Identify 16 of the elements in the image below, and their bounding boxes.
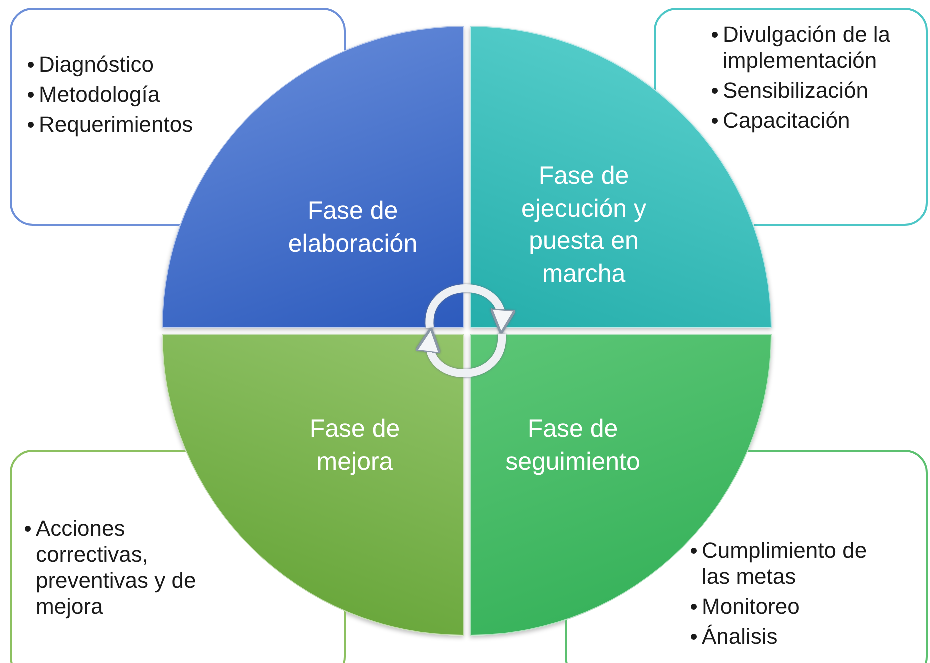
bullet-item: Requerimientos (39, 112, 194, 138)
bullet-item: Acciones correctivas, preventivas y de mejora (36, 516, 198, 620)
bullet-item: Cumplimiento de las metas (702, 538, 868, 590)
cycle-arrow (426, 284, 514, 335)
cycle-arrow (417, 327, 506, 378)
bullet-item: Capacitación (723, 108, 850, 134)
phase-title: Fase de elaboración (287, 196, 419, 260)
bullet-item: Metodología (39, 82, 160, 108)
phase-title: Fase de ejecución y puesta en marcha (520, 161, 648, 290)
bullet-item: Diagnóstico (39, 52, 154, 78)
bullet-item: Sensibilización (723, 78, 869, 104)
bullet-item: Divulgación de la implementación (723, 22, 892, 74)
phase-title: Fase de mejora (308, 414, 402, 478)
phase-title: Fase de seguimiento (504, 414, 642, 478)
bullet-item: Ánalisis (702, 624, 778, 650)
bullet-item: Monitoreo (702, 594, 800, 620)
